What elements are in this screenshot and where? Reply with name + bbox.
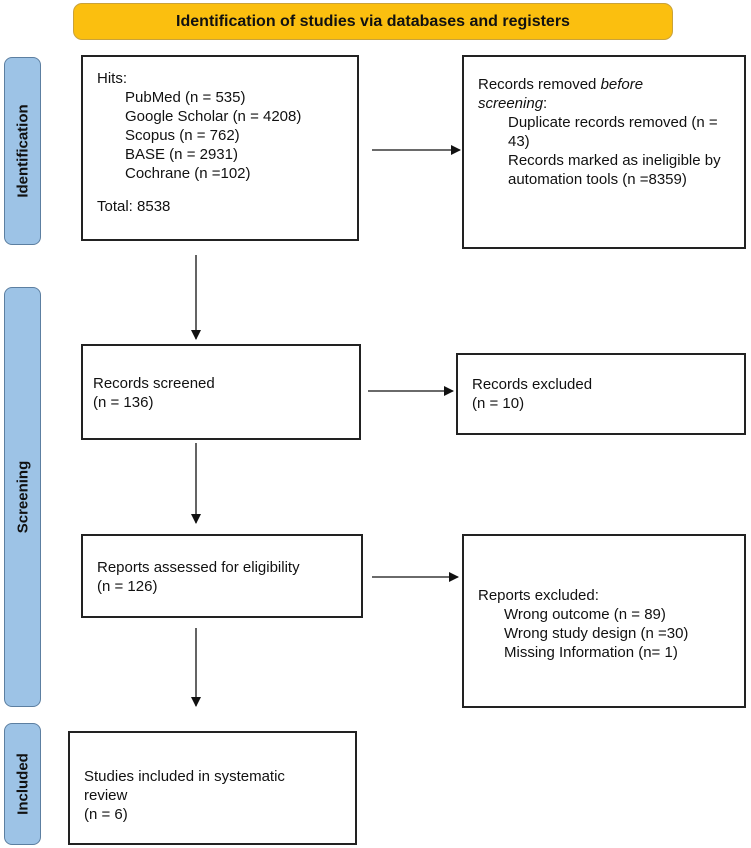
reports-excluded-reason: Wrong outcome (n = 89) — [504, 606, 666, 623]
records-removed-heading: Records removed before screening: — [478, 75, 730, 113]
hits-heading: Hits: — [97, 70, 127, 87]
records-excluded-box: Records excluded (n = 10) — [456, 353, 746, 435]
hits-source: PubMed (n = 535) — [125, 89, 246, 106]
reports-assessed-count: (n = 126) — [97, 578, 158, 595]
reports-assessed-label: Reports assessed for eligibility — [97, 559, 300, 576]
records-removed-heading-text: Records removed — [478, 76, 601, 93]
hits-source: Cochrane (n =102) — [125, 165, 251, 182]
phase-screening: Screening — [4, 287, 41, 707]
hits-source: Google Scholar (n = 4208) — [125, 108, 302, 125]
phase-included: Included — [4, 723, 41, 845]
studies-included-count: (n = 6) — [84, 806, 128, 823]
hits-source: BASE (n = 2931) — [125, 146, 238, 163]
ineligible-removed: Records marked as ineligible by automati… — [508, 152, 721, 188]
records-screened-count: (n = 136) — [93, 394, 154, 411]
records-removed-box: Records removed before screening: Duplica… — [462, 55, 746, 249]
reports-assessed-box: Reports assessed for eligibility (n = 12… — [81, 534, 363, 618]
reports-excluded-reason: Missing Information (n= 1) — [504, 644, 678, 661]
reports-excluded-heading: Reports excluded: — [478, 587, 599, 604]
phase-identification: Identification — [4, 57, 41, 245]
records-screened-box: Records screened (n = 136) — [81, 344, 361, 440]
reports-excluded-reason: Wrong study design (n =30) — [504, 625, 689, 642]
studies-included-label: Studies included in systematic review — [84, 768, 285, 804]
hits-source: Scopus (n = 762) — [125, 127, 240, 144]
records-removed-heading-colon: : — [543, 95, 548, 112]
records-screened-label: Records screened — [93, 375, 215, 392]
studies-included-box: Studies included in systematic review (n… — [68, 731, 357, 845]
header-title: Identification of studies via databases … — [176, 12, 570, 30]
records-excluded-label: Records excluded — [472, 376, 593, 393]
hits-box: Hits: PubMed (n = 535) Google Scholar (n… — [81, 55, 359, 241]
header-banner: Identification of studies via databases … — [73, 3, 673, 40]
duplicates-removed: Duplicate records removed (n = 43) — [508, 114, 718, 150]
records-excluded-count: (n = 10) — [472, 395, 525, 412]
records-removed-heading-italic: before — [600, 76, 644, 93]
hits-total: Total: 8538 — [97, 198, 171, 215]
reports-excluded-box: Reports excluded: Wrong outcome (n = 89)… — [462, 534, 746, 708]
records-removed-heading-italic-2: screening — [478, 95, 544, 112]
